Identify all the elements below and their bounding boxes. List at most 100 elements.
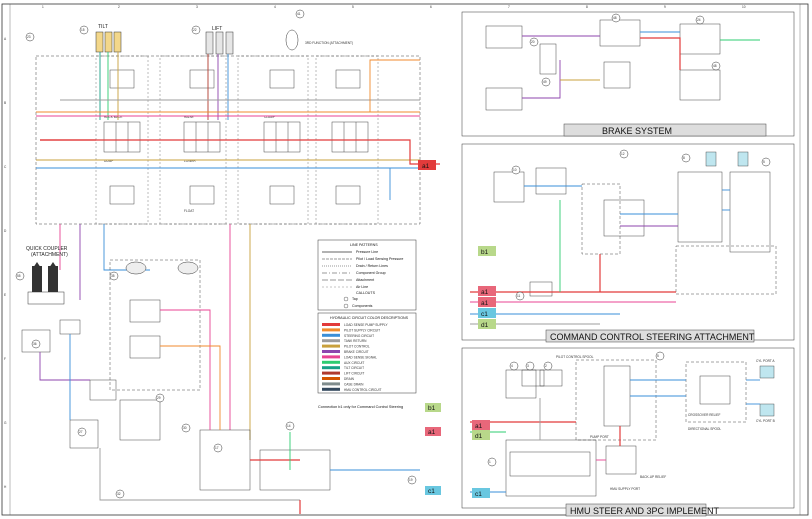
valve-label-dump: DUMP [104,159,113,163]
color-legend-swatch [322,333,340,337]
component-number: 30 [183,426,187,430]
component-number: 1 [489,460,491,464]
connector-c1 [472,488,490,498]
hmu-label-cyl-b: CYL PORT B [756,419,775,423]
connector-d1 [478,319,496,329]
color-legend-label: TANK RETURN [344,339,367,343]
color-legend-swatch [322,387,340,391]
color-legend-swatch [322,382,340,386]
color-legend-label: PILOT SUPPLY CIRCUIT [344,328,380,332]
connector-d1-label: d1 [475,433,483,440]
connector-e1 [478,297,496,307]
legend-line-pattern: Component Group [356,271,386,275]
legend-line-pattern: Air Line [356,285,368,289]
tilt-cylinder-group: TILT 15 [79,24,122,53]
command-control-panel [461,143,795,341]
grid-ref: 6 [430,5,432,9]
brake-system-title-bar [563,123,767,137]
lower-left-callouts: 35 36 27 29 30 32 14 17 19 [31,271,417,499]
legend-box: LINE PATTERNS Pressure Line Pilot / Load… [317,239,417,311]
connector-a1-label: a1 [475,423,483,430]
hmu-label-pump-port: PUMP PORT [590,435,609,439]
legend-line-patterns-title: LINE PATTERNS [350,243,378,247]
grid-ref: A [4,37,7,41]
grid-ref: 7 [508,5,510,9]
grid-ref: B [4,101,6,105]
hmu-callouts: 4 3 2 5 1 [487,351,665,467]
legend-callout: Tap [352,297,358,301]
grid-ref: 3 [196,5,198,9]
lift-cylinder-group: LIFT 22 [191,25,234,55]
grid-ref: F [4,357,6,361]
section-title-command-control: COMMAND CONTROL STEERING ATTACHMENT [550,332,755,342]
color-legend-swatch [322,355,340,359]
connector-a1-label: a1 [428,429,436,436]
legend-line-pattern: Pilot / Load Sensing Pressure [356,257,403,261]
color-legend: HYDRAULIC CIRCUIT COLOR DESCRIPTIONS LOA… [317,312,417,394]
component-number: 32 [117,492,121,496]
hmu-title-bar [565,503,707,517]
grid-side-references: A B C D E F G H [4,37,7,489]
component-number: 15 [81,28,85,32]
grid-ref: 4 [274,5,276,9]
component-number: 2 [545,364,547,368]
component-number: 24 [697,18,701,22]
color-legend-label: PILOT CONTROL [344,345,370,349]
connector-a1 [425,427,441,436]
grid-ref: 9 [664,5,666,9]
grid-ref: D [4,229,7,233]
hmu-label-directional: DIRECTIONAL SPOOL [688,427,721,431]
connector-c1-label: c1 [475,491,482,498]
component-number: 17 [215,446,219,450]
legend-line-pattern: Attachment [356,278,374,282]
brake-lines [522,31,760,99]
component-number: 4 [511,364,513,368]
color-legend-label: STEERING CIRCUIT [344,334,374,338]
color-legend-swatch [322,328,340,332]
connector-c1 [478,308,496,318]
color-legend-label: AUX CIRCUIT [344,361,364,365]
color-legend-label: CASE DRAIN [344,382,364,386]
legend-callouts-title: CALLOUTS [356,291,376,295]
sheet-border [1,3,809,516]
connector-c1-label: c1 [428,488,435,495]
valve-label-lower: LOWER [184,159,196,163]
component-number: 36 [33,342,37,346]
color-legend-label: TILT CIRCUIT [344,366,364,370]
spool-blocks [103,69,369,205]
color-legend-swatch [322,377,340,380]
connector-b1-label: b1 [428,405,436,412]
grid-ref: 2 [118,5,120,9]
legend-line-pattern: Pressure Line [356,250,378,254]
color-legend-swatch [322,371,340,375]
valve-label-float: FLOAT [184,209,194,213]
color-legend-swatch [322,360,340,364]
component-number: 5 [657,354,659,358]
lower-left-lines [39,309,420,514]
grid-ref: 10 [742,5,746,9]
brake-components [485,19,721,111]
component-number: 14 [287,424,291,428]
command-control-lines [470,185,730,325]
color-legend-swatch [322,366,340,370]
valve-label-rack-back: RACK BACK [104,115,123,119]
color-legend-label: DRAIN [344,377,355,381]
component-number: 10 [513,168,517,172]
hmu-label-cyl-a: CYL PORT A [756,359,775,363]
connector-a1 [472,420,490,430]
color-legend-swatch [322,323,340,326]
command-control-title-bar [545,329,755,343]
connector-c1-label: c1 [481,311,488,318]
command-control-components [493,167,777,297]
component-number: 12 [621,152,625,156]
connector-a1 [478,286,496,296]
quick-coupler-attachment: QUICK COUPLER (ATTACHMENT) 55 [15,246,68,305]
color-legend-label: HMU CONTROL CIRCUIT [344,388,381,392]
connector-d1-label: d1 [481,322,489,329]
hmu-label-crossover: CROSSOVER RELIEF [688,413,720,417]
grid-ref: 5 [352,5,354,9]
command-control-callouts: 10 11 12 5 8 [511,149,771,301]
color-legend-swatch [322,350,340,353]
grid-top-references: 1 2 3 4 5 6 7 8 9 10 [42,5,746,9]
